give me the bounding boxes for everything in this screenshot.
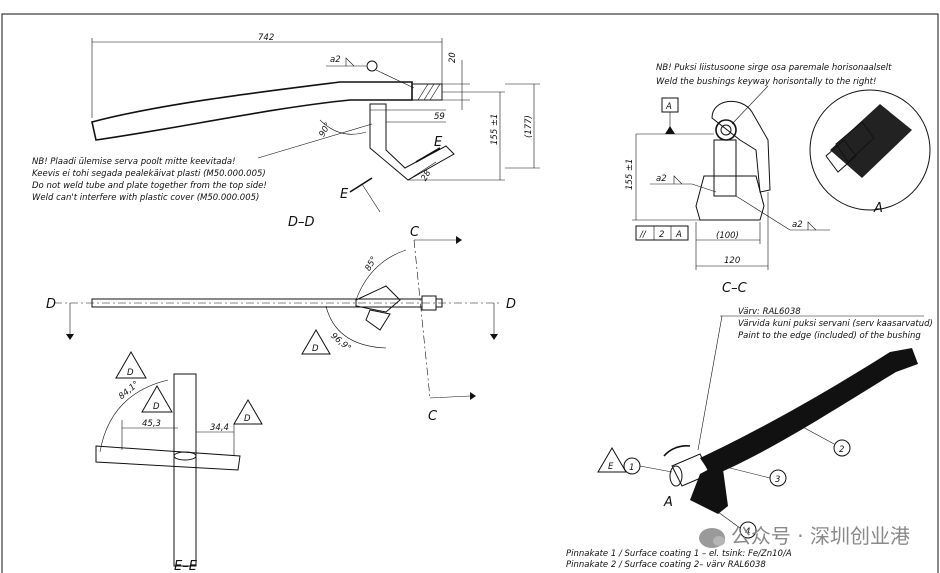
cc-dim-100: (100) — [716, 231, 739, 241]
flag-d-3 — [233, 399, 263, 425]
balloon-2 — [833, 439, 851, 457]
dim-155: 155 ±1 — [490, 114, 500, 145]
dd-tube — [91, 81, 413, 141]
view-iso: Värv: RAL6038 Värvida kuni puksi servani… — [566, 307, 936, 570]
note-coating: Pinnakate 1 / Surface coating 1 – el. ts… — [566, 549, 794, 570]
cc-plate — [695, 175, 765, 221]
section-mark-e-upper: E — [434, 135, 443, 150]
view-cc: NB! Puksi liistusoone sirge osa paremale… — [625, 63, 894, 296]
flag-e — [597, 447, 627, 473]
view-label-cc: C–C — [722, 281, 748, 296]
dd-plate — [369, 103, 455, 181]
weld-a2-cc-right: a2 — [792, 220, 803, 230]
iso-detail-a: A — [663, 495, 673, 510]
wechat-icon — [698, 527, 725, 548]
dd-bushing — [411, 83, 443, 101]
dim-34: 34,4 — [210, 423, 229, 433]
sheet-border — [1, 13, 939, 573]
plate-edge — [355, 285, 401, 313]
view-ee: 84,1° 45,3 34,4 D D D E–E — [95, 350, 263, 573]
dim-59: 59 — [434, 112, 445, 122]
view-section-line: D D C C 85° 96,9° D — [46, 225, 516, 424]
detail-a-circle — [809, 89, 931, 211]
note-dd: NB! Plaadi ülemise serva poolt mitte kee… — [32, 157, 269, 203]
dim-177: (177) — [524, 115, 534, 138]
dim-742: 742 — [258, 33, 274, 43]
flag-d-1 — [115, 350, 147, 379]
watermark: 公众号 · 深圳创业港 — [698, 520, 910, 549]
flag-d-letter: D — [312, 344, 319, 354]
datum-a: A — [665, 102, 672, 112]
weld-a2-cc-left: a2 — [656, 174, 667, 184]
flag-d — [301, 329, 331, 355]
section-mark-e-lower: E — [340, 187, 349, 202]
section-mark-d-left: D — [46, 297, 56, 312]
ee-tube — [173, 373, 197, 567]
section-mark-d-right: D — [506, 297, 516, 312]
svg-text:3: 3 — [775, 475, 780, 485]
tol-datum: A — [675, 230, 682, 240]
view-dd: 742 20 59 155 ±1 (177) 90° 28 E E a2 — [32, 33, 540, 230]
balloon-4 — [739, 521, 757, 539]
view-label-dd: D–D — [288, 215, 315, 230]
angle-96: 96,9° — [328, 331, 352, 354]
view-detail-a: A — [809, 89, 931, 216]
flag-e-letter: E — [608, 462, 614, 472]
section-mark-c-lower: C — [428, 409, 438, 424]
cc-dim-120: 120 — [724, 256, 740, 266]
dim-28: 28 — [419, 168, 433, 183]
cc-dim-155: 155 ±1 — [625, 159, 635, 190]
tol-symbol: // — [639, 230, 647, 240]
svg-text:2: 2 — [839, 445, 844, 455]
flag-d-1-letter: D — [127, 368, 134, 378]
svg-text:1: 1 — [629, 463, 634, 473]
dim-45: 45,3 — [142, 419, 161, 429]
note-cc: NB! Puksi liistusoone sirge osa paremale… — [656, 63, 894, 87]
angle-85: 85° — [363, 255, 379, 273]
tolerance-frame — [635, 225, 689, 241]
flag-d-2 — [141, 384, 173, 413]
flag-d-3-letter: D — [244, 414, 251, 424]
weld-a2-top: a2 — [330, 55, 341, 65]
note-paint: Värv: RAL6038 Värvida kuni puksi servani… — [738, 307, 936, 341]
cc-tube — [713, 139, 737, 197]
dim-20: 20 — [448, 52, 458, 63]
iso-tube — [700, 348, 918, 476]
section-mark-c-upper: C — [410, 225, 420, 240]
iso-plate — [690, 462, 728, 514]
svg-text:4: 4 — [745, 527, 750, 537]
ee-plate — [95, 445, 241, 471]
view-label-ee: E–E — [174, 559, 198, 573]
flag-d-2-letter: D — [153, 402, 160, 412]
detail-a-label: A — [873, 201, 883, 216]
tol-value: 2 — [659, 230, 664, 240]
cc-bushing-side — [711, 100, 771, 193]
